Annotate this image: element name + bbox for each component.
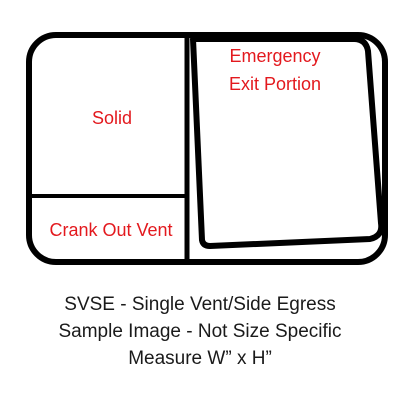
caption-line-model: SVSE - Single Vent/Side Egress — [64, 294, 336, 315]
caption-line-measure: Measure W” x H” — [128, 348, 272, 369]
emergency-exit-sash — [190, 36, 385, 249]
caption-line-sample-note: Sample Image - Not Size Specific — [58, 321, 342, 342]
crank-out-vent-label: Crank Out Vent — [49, 220, 172, 240]
emergency-exit-label-line1: Emergency — [229, 46, 320, 66]
emergency-exit-label-line2: Exit Portion — [229, 74, 321, 94]
diagram-caption: SVSE - Single Vent/Side Egress Sample Im… — [0, 291, 400, 372]
window-frame — [26, 32, 388, 265]
solid-panel-label: Solid — [92, 108, 132, 128]
